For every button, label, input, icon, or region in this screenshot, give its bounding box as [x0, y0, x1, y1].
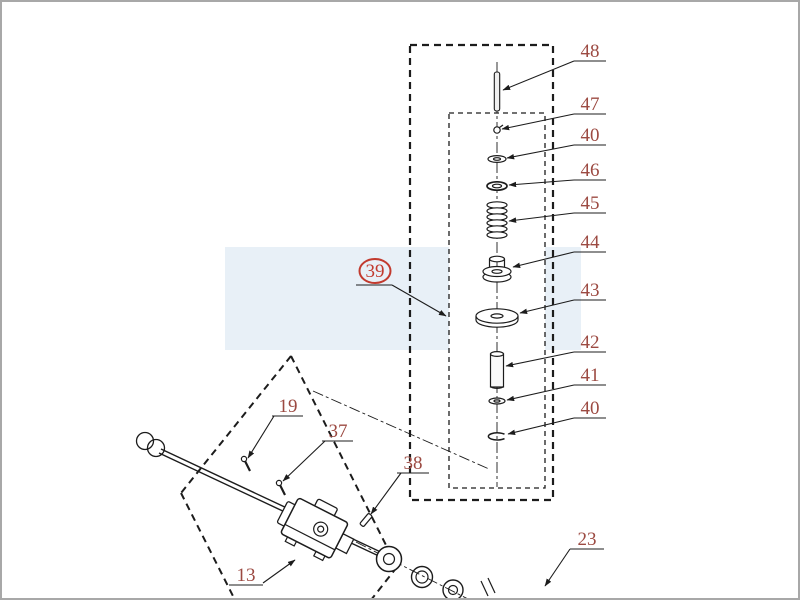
part-spacer-42 [489, 351, 505, 389]
leader-line [370, 472, 402, 515]
callout-label: 45 [581, 193, 600, 214]
leader-line [247, 415, 275, 459]
leader-line [508, 212, 575, 223]
bolt-37-part [275, 479, 286, 496]
leader-line [512, 251, 575, 268]
callout-label: 37 [329, 421, 348, 442]
pin-38-part [359, 513, 373, 527]
leader-line [544, 548, 571, 587]
part-disc-43 [475, 308, 519, 328]
callout-label: 39 [366, 261, 385, 282]
callout-label: 41 [581, 365, 600, 386]
callout-38: 38 [370, 453, 429, 515]
bolt-19-part [240, 455, 251, 472]
callout-23: 23 [544, 529, 604, 587]
callout-42: 42 [505, 332, 606, 368]
callout-19: 19 [247, 396, 303, 459]
axis-line-upper [312, 390, 490, 470]
callout-40-upper: 40 [506, 125, 606, 160]
part-pin-48 [493, 71, 501, 112]
callout-label: 43 [581, 280, 600, 301]
callout-47: 47 [501, 94, 606, 131]
highlight-callout-39: 39 [356, 258, 447, 317]
callout-41: 41 [506, 365, 606, 402]
part-washer-40-upper [487, 155, 507, 164]
leader-line [506, 384, 575, 402]
callout-40-lower: 40 [507, 398, 606, 435]
part-ring-46 [486, 180, 508, 192]
callout-label: 42 [581, 332, 600, 353]
highlight-ellipse [358, 258, 392, 284]
callout-44: 44 [512, 232, 606, 268]
retaining-clip-lines [480, 577, 496, 597]
callout-43: 43 [519, 280, 606, 315]
leader-line [507, 417, 575, 435]
callout-label: 40 [581, 398, 600, 419]
callout-label: 13 [237, 565, 256, 586]
drive-wheel [375, 545, 403, 573]
callout-46: 46 [508, 160, 606, 188]
part-clip-40-lower [487, 432, 505, 441]
callout-label: 46 [581, 160, 600, 181]
lower-dashed-boundary [180, 355, 398, 600]
callout-45: 45 [508, 193, 606, 223]
callout-label: 48 [581, 41, 600, 62]
leader-line [506, 144, 575, 160]
leader-line [508, 179, 575, 188]
shaft-end-rings [135, 431, 166, 458]
part-spring-45 [486, 201, 508, 239]
leader-line [262, 559, 296, 584]
callout-label: 44 [581, 232, 601, 253]
partial-washer [442, 579, 464, 600]
callout-label: 47 [581, 94, 600, 115]
callout-label: 38 [404, 453, 423, 474]
leader-line [391, 284, 447, 317]
gearbox-housing [276, 497, 355, 562]
leader-line [282, 440, 326, 482]
callout-label: 40 [581, 125, 600, 146]
part-collar-44 [482, 255, 512, 283]
callout-13: 13 [229, 559, 296, 586]
washer-ring [410, 565, 434, 589]
callout-37: 37 [282, 421, 353, 482]
callout-label: 23 [578, 529, 597, 550]
leader-line [519, 299, 575, 315]
leader-line [501, 113, 575, 131]
leader-line [502, 60, 575, 91]
callout-48: 48 [502, 41, 606, 91]
callout-label: 19 [279, 396, 298, 417]
part-washer-41 [488, 397, 506, 405]
leader-line [505, 351, 575, 368]
